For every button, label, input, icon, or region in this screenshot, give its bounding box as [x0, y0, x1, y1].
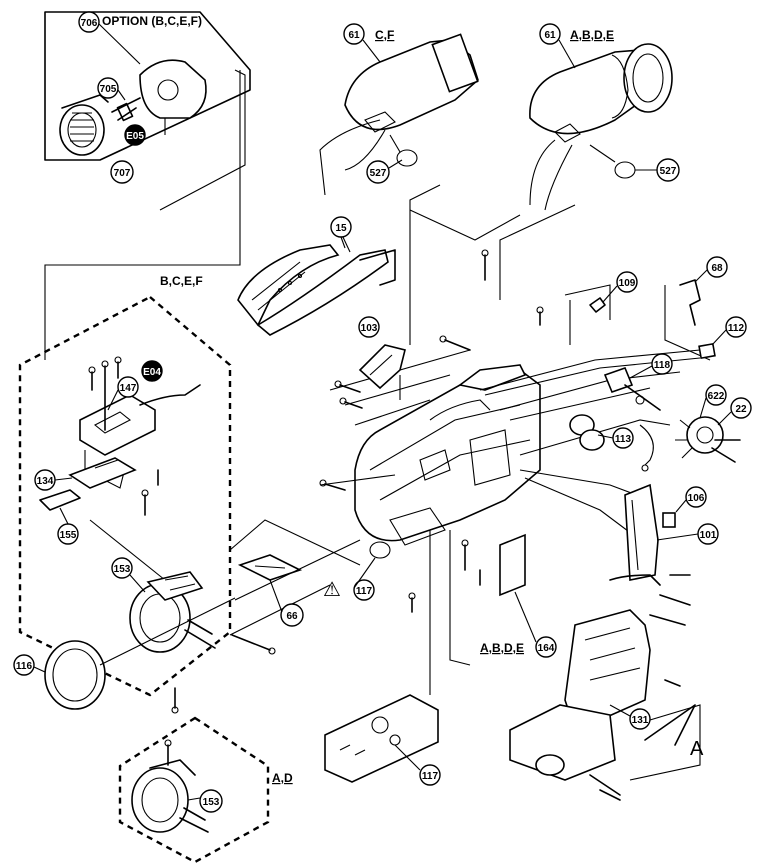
filter-ring-116: [44, 640, 106, 710]
screws-main: [319, 249, 691, 801]
bottom-plate-117: [324, 694, 439, 783]
label-abde-top: A,B,D,E: [570, 28, 614, 42]
view-a-marker: A: [644, 704, 704, 760]
lens-hood-153-top: [129, 571, 216, 653]
option-group: [44, 11, 251, 211]
callout-118: 118: [654, 360, 671, 371]
label-option: OPTION (B,C,E,F): [102, 14, 202, 28]
bcef-group: [18, 70, 241, 697]
part-106: [662, 512, 676, 528]
callout-134: 134: [37, 476, 54, 487]
label-abde-bottom: A,B,D,E: [480, 641, 524, 655]
callout-22: 22: [735, 404, 747, 415]
callout-527-right: 527: [660, 166, 677, 177]
part-164: [499, 533, 526, 597]
part-118: [603, 366, 661, 411]
screws-bcef: [88, 356, 166, 581]
label-ad: A,D: [272, 771, 293, 785]
hand-strap: [237, 234, 396, 336]
viewfinder-abde: [529, 43, 673, 211]
callout-103: 103: [361, 323, 378, 334]
option-frame: [44, 11, 251, 161]
warning-icon: ⚠: [323, 579, 341, 601]
callout-112: 112: [728, 323, 745, 334]
label-bcef: B,C,E,F: [160, 274, 203, 288]
callout-68: 68: [711, 263, 723, 274]
plate-66: [237, 554, 303, 581]
callout-155: 155: [60, 530, 77, 541]
part-131: [509, 609, 651, 796]
callout-E05: E05: [126, 131, 144, 142]
callout-101: 101: [700, 530, 717, 541]
part-103: [358, 344, 406, 390]
main-chassis: [354, 364, 541, 559]
part-callouts: 706 705 E05 707 61 61 527 527 15 109 68 …: [13, 11, 752, 813]
callout-153-top: 153: [114, 564, 131, 575]
callout-106: 106: [688, 493, 705, 504]
callout-61-abde: 61: [544, 30, 556, 41]
callout-66: 66: [286, 611, 298, 622]
callout-706: 706: [81, 18, 98, 29]
callout-leaders: [33, 23, 732, 801]
part-112: [698, 342, 716, 360]
callout-147: 147: [120, 383, 137, 394]
part-109: [564, 284, 611, 320]
callout-117-top: 117: [356, 586, 373, 597]
part-68: [679, 279, 701, 326]
ad-dashed-outline: [118, 716, 270, 864]
callout-527-left: 527: [370, 168, 387, 179]
callout-15: 15: [335, 223, 347, 234]
part-101: [609, 483, 661, 586]
callout-116: 116: [16, 661, 33, 672]
callout-61-cf: 61: [348, 30, 360, 41]
callout-164: 164: [538, 643, 555, 654]
callout-131: 131: [632, 715, 649, 726]
bcef-leader: [44, 70, 241, 360]
callout-117-bottom: 117: [422, 771, 439, 782]
callout-113: 113: [615, 434, 632, 445]
part-113: [569, 414, 654, 472]
callout-707: 707: [114, 168, 131, 179]
bracket-134: [39, 457, 137, 511]
ad-group: [118, 716, 270, 864]
callout-153-bottom: 153: [203, 797, 220, 808]
bcef-dashed-outline: [18, 295, 232, 697]
leader-vf-left: [409, 184, 441, 345]
callout-622: 622: [708, 391, 725, 402]
label-cf: C,F: [375, 28, 394, 42]
leader-vf-right: [499, 204, 576, 300]
part-622-22: [675, 416, 741, 463]
view-a-text: A: [690, 738, 704, 760]
lens-hood-153-bottom: [131, 739, 209, 833]
callout-109: 109: [619, 278, 636, 289]
callout-705: 705: [100, 84, 117, 95]
callout-E04: E04: [143, 367, 161, 378]
option-converter-lens: [111, 59, 207, 122]
viewfinder-cf: [319, 33, 479, 196]
option-lens-adapter: [59, 94, 109, 156]
